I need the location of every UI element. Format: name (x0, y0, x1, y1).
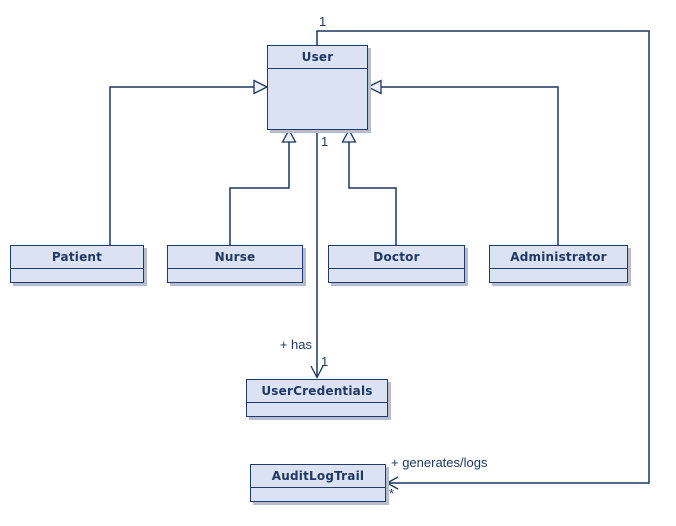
class-administrator[interactable]: Administrator (489, 245, 628, 283)
class-auditlogtrail-name: AuditLogTrail (251, 465, 385, 488)
class-administrator-attributes (490, 269, 627, 282)
class-patient-attributes (11, 269, 143, 282)
multiplicity-user-usercredentials-target: 1 (321, 354, 329, 369)
association-label-generates-logs: + generates/logs (391, 455, 488, 470)
class-user[interactable]: User (267, 45, 368, 130)
class-nurse-attributes (168, 269, 302, 282)
class-doctor-name: Doctor (329, 246, 464, 269)
multiplicity-user-auditlogtrail-target: * (389, 486, 395, 501)
generalization-administrator-user (366, 79, 559, 245)
class-patient-name: Patient (11, 246, 143, 269)
multiplicity-user-usercredentials-source: 1 (321, 134, 329, 149)
class-administrator-name: Administrator (490, 246, 627, 269)
generalization-doctor-user (341, 128, 397, 245)
association-label-has: + has (279, 337, 312, 352)
class-doctor-attributes (329, 269, 464, 282)
generalization-nurse-user (229, 128, 297, 245)
class-auditlogtrail-attributes (251, 488, 385, 501)
class-patient[interactable]: Patient (10, 245, 144, 283)
class-usercredentials-name: UserCredentials (247, 380, 387, 403)
class-nurse-name: Nurse (168, 246, 302, 269)
multiplicity-user-auditlogtrail-source: 1 (319, 14, 327, 29)
class-usercredentials-attributes (247, 403, 387, 416)
class-user-name: User (268, 46, 367, 69)
class-nurse[interactable]: Nurse (167, 245, 303, 283)
class-doctor[interactable]: Doctor (328, 245, 465, 283)
class-user-attributes (268, 69, 367, 129)
association-user-auditlogtrail (316, 30, 650, 490)
generalization-patient-user (109, 79, 269, 245)
class-auditlogtrail[interactable]: AuditLogTrail (250, 464, 386, 502)
association-user-usercredentials (310, 130, 324, 379)
class-usercredentials[interactable]: UserCredentials (246, 379, 388, 417)
